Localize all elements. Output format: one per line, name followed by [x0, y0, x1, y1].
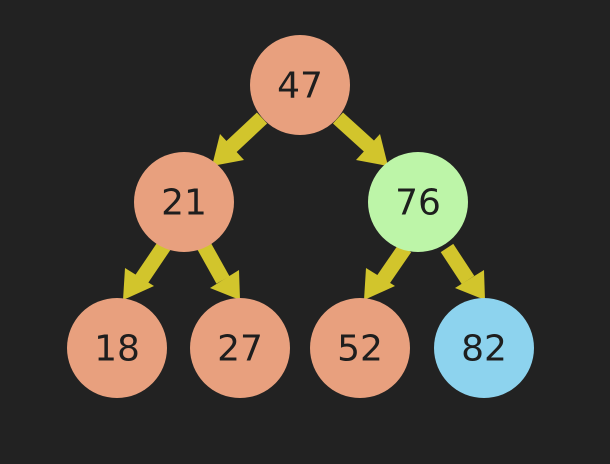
edge-76-52	[364, 243, 412, 300]
tree-node-52: 52	[310, 298, 410, 398]
edge-shaft	[197, 242, 230, 284]
node-circle	[368, 152, 468, 252]
edges	[123, 112, 485, 300]
node-circle	[250, 35, 350, 135]
node-label: 82	[461, 329, 507, 370]
nodes: 47 21 76 18 27 52 82	[67, 35, 534, 398]
node-circle	[67, 298, 167, 398]
arrowhead-icon	[210, 270, 240, 300]
node-circle	[134, 152, 234, 252]
node-label: 18	[94, 329, 140, 370]
arrowhead-icon	[455, 270, 485, 300]
tree-node-76: 76	[368, 152, 468, 252]
tree-node-21: 21	[134, 152, 234, 252]
edge-21-27	[197, 242, 240, 300]
edge-47-76	[332, 112, 388, 166]
tree-node-27: 27	[190, 298, 290, 398]
node-label: 21	[161, 183, 207, 224]
arrowhead-icon	[212, 134, 244, 166]
edge-shaft	[134, 241, 171, 285]
node-label: 47	[277, 66, 323, 107]
arrowhead-icon	[356, 134, 388, 166]
edge-shaft	[225, 112, 268, 153]
edge-47-21	[212, 112, 268, 166]
node-label: 76	[395, 183, 441, 224]
edge-21-18	[123, 241, 171, 300]
node-circle	[434, 298, 534, 398]
edge-shaft	[440, 243, 475, 285]
node-label: 27	[217, 329, 263, 370]
edge-shaft	[376, 243, 412, 285]
node-circle	[190, 298, 290, 398]
tree-node-82: 82	[434, 298, 534, 398]
edge-76-82	[440, 243, 485, 300]
tree-node-18: 18	[67, 298, 167, 398]
arrowhead-icon	[364, 268, 395, 300]
tree-node-47: 47	[250, 35, 350, 135]
arrowhead-icon	[123, 268, 154, 300]
node-label: 52	[337, 329, 383, 370]
edge-shaft	[332, 112, 376, 153]
node-circle	[310, 298, 410, 398]
